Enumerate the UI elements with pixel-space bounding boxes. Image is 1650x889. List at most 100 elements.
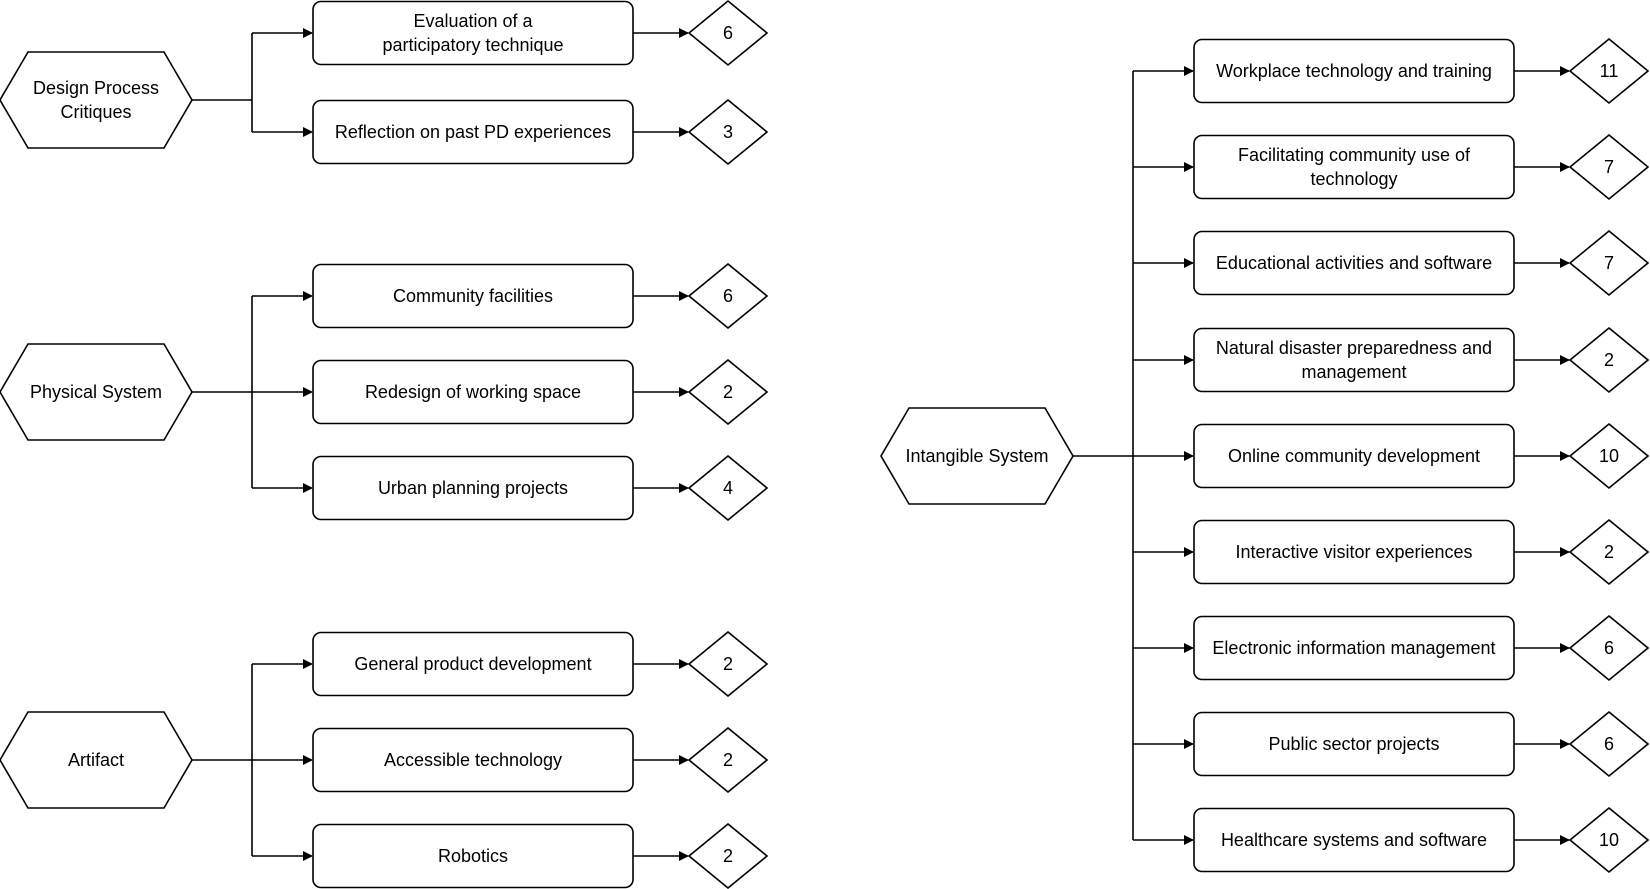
subcategory-box [1193, 807, 1515, 873]
category-hexagon [0, 343, 193, 441]
count-label: 7 [1604, 157, 1614, 177]
subcategory-box [1193, 327, 1515, 393]
count-label: 2 [723, 654, 733, 674]
category-node: Intangible System [880, 407, 1074, 505]
subcategory-box [312, 263, 634, 329]
subcategory-label: Workplace technology and training [1216, 61, 1492, 81]
count-node: 6 [1568, 614, 1650, 682]
count-diamond [687, 0, 769, 67]
subcategory-box [312, 727, 634, 793]
count-label: 2 [1604, 350, 1614, 370]
count-label: 10 [1599, 446, 1619, 466]
subcategory-label: management [1301, 362, 1406, 382]
count-label: 7 [1604, 253, 1614, 273]
subcategory-label: General product development [354, 654, 591, 674]
count-diamond [1568, 422, 1650, 490]
count-node: 10 [1568, 806, 1650, 874]
category-label: Intangible System [905, 446, 1048, 466]
category-group: Intangible System Workplace technology an… [880, 37, 1650, 874]
count-label: 3 [723, 122, 733, 142]
count-node: 10 [1568, 422, 1650, 490]
subcategory-box [312, 455, 634, 521]
subcategory-label: Reflection on past PD experiences [335, 122, 611, 142]
count-node: 6 [687, 0, 769, 67]
count-diamond [687, 454, 769, 522]
subcategory-node: Redesign of working space [312, 359, 634, 425]
subcategory-label: participatory technique [382, 35, 563, 55]
count-diamond [1568, 229, 1650, 297]
subcategory-label: technology [1310, 169, 1397, 189]
subcategory-box [1193, 423, 1515, 489]
subcategory-box [312, 99, 634, 165]
subcategory-node: Public sector projects [1193, 711, 1515, 777]
subcategory-box [1193, 615, 1515, 681]
count-diamond [687, 98, 769, 166]
subcategory-label: Public sector projects [1268, 734, 1439, 754]
subcategory-node: Healthcare systems and software [1193, 807, 1515, 873]
subcategory-box [1193, 134, 1515, 200]
subcategory-node: Workplace technology and training [1193, 38, 1515, 104]
count-label: 6 [723, 286, 733, 306]
subcategory-box [312, 359, 634, 425]
count-node: 2 [1568, 518, 1650, 586]
count-node: 2 [1568, 326, 1650, 394]
subcategory-box [1193, 711, 1515, 777]
subcategory-node: General product development [312, 631, 634, 697]
count-diamond [687, 630, 769, 698]
subcategory-box [312, 823, 634, 889]
category-hexagon [0, 51, 193, 149]
count-node: 2 [687, 822, 769, 889]
subcategory-label: Facilitating community use of [1238, 145, 1471, 165]
category-hexagon [0, 711, 193, 809]
subcategory-node: Educational activities and software [1193, 230, 1515, 296]
count-node: 6 [687, 262, 769, 330]
count-node: 7 [1568, 133, 1650, 201]
subcategory-label: Electronic information management [1212, 638, 1495, 658]
count-label: 10 [1599, 830, 1619, 850]
subcategory-node: Natural disaster preparedness andmanagem… [1193, 327, 1515, 393]
subcategory-box [1193, 38, 1515, 104]
count-label: 4 [723, 478, 733, 498]
category-node: Physical System [0, 343, 193, 441]
subcategory-box [1193, 519, 1515, 585]
count-node: 2 [687, 630, 769, 698]
subcategory-node: Facilitating community use of technology [1193, 134, 1515, 200]
count-node: 2 [687, 726, 769, 794]
subcategory-node: Accessible technology [312, 727, 634, 793]
count-label: 6 [723, 23, 733, 43]
subcategory-label: Accessible technology [384, 750, 562, 770]
count-diamond [687, 822, 769, 889]
count-node: 11 [1568, 37, 1650, 105]
count-label: 6 [1604, 638, 1614, 658]
count-label: 6 [1604, 734, 1614, 754]
count-node: 7 [1568, 229, 1650, 297]
subcategory-node: Reflection on past PD experiences [312, 99, 634, 165]
count-diamond [1568, 710, 1650, 778]
subcategory-label: Robotics [438, 846, 508, 866]
count-diamond [687, 358, 769, 426]
subcategory-box [312, 0, 634, 66]
subcategory-box [1193, 230, 1515, 296]
count-diamond [1568, 133, 1650, 201]
count-diamond [687, 726, 769, 794]
count-label: 2 [723, 382, 733, 402]
count-diamond [687, 262, 769, 330]
subcategory-box [312, 631, 634, 697]
count-diamond [1568, 518, 1650, 586]
count-label: 2 [723, 846, 733, 866]
subcategory-label: Interactive visitor experiences [1235, 542, 1472, 562]
count-node: 6 [1568, 710, 1650, 778]
subcategory-label: Online community development [1228, 446, 1480, 466]
count-diamond [1568, 326, 1650, 394]
subcategory-label: Healthcare systems and software [1221, 830, 1487, 850]
count-node: 2 [687, 358, 769, 426]
subcategory-node: Robotics [312, 823, 634, 889]
category-label: Artifact [68, 750, 124, 770]
category-label: Physical System [30, 382, 162, 402]
count-label: 11 [1600, 61, 1619, 81]
category-node: Artifact [0, 711, 193, 809]
